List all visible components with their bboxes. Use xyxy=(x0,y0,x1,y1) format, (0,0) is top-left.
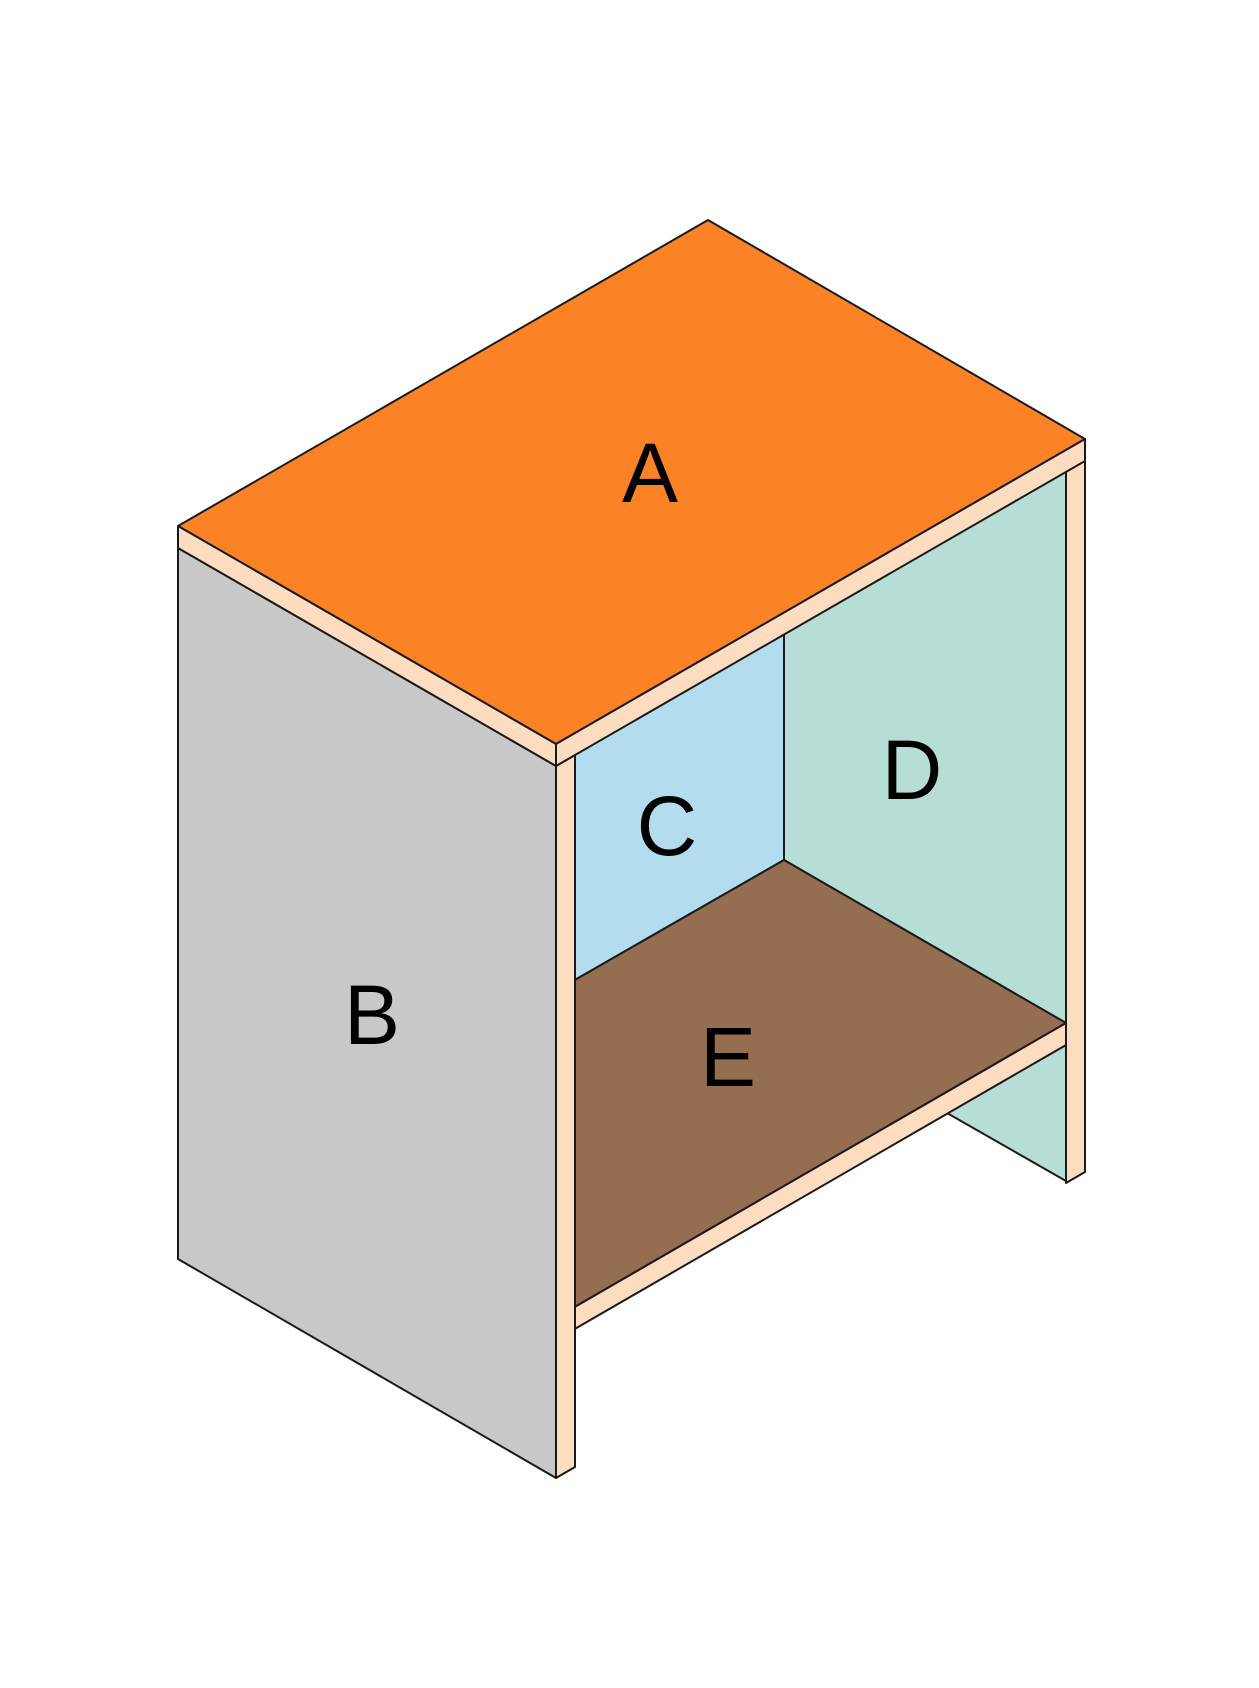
label-b: B xyxy=(344,968,400,1062)
label-c: C xyxy=(637,779,698,873)
top-front-right-edge xyxy=(555,438,1086,767)
label-d: D xyxy=(882,723,943,817)
label-e: E xyxy=(700,1010,756,1104)
label-a: A xyxy=(622,426,678,520)
right-panel-edge xyxy=(1065,449,1086,1184)
side-panel-edge xyxy=(555,754,576,1479)
